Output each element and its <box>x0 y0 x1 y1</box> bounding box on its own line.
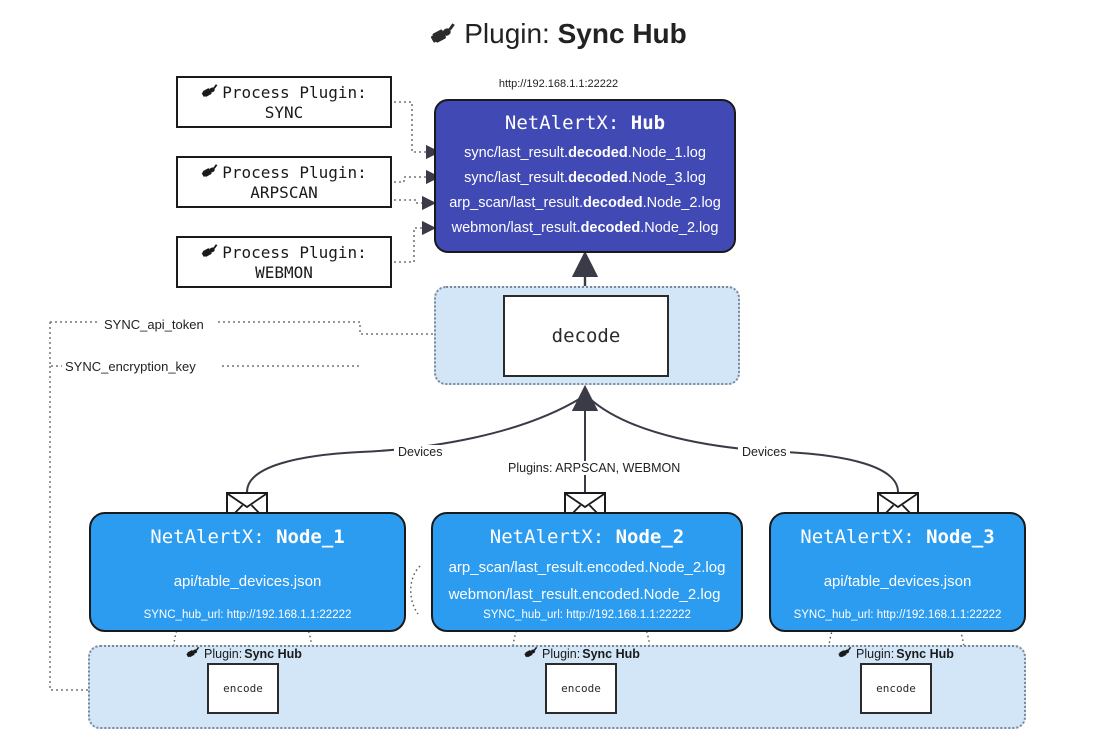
log-post: .Node_3.log <box>627 170 706 186</box>
log-emphasis: decoded <box>582 195 643 211</box>
encoder-label-name: Sync Hub <box>896 646 954 661</box>
log-post: .Node_2.log <box>640 220 719 236</box>
hub-log-line: sync/last_result.decoded.Node_1.log <box>436 141 734 166</box>
log-emphasis: decoded <box>568 145 628 161</box>
log-emphasis: decoded <box>580 220 641 236</box>
node-line: api/table_devices.json <box>173 573 322 590</box>
encoder-label-prefix: Plugin: <box>856 646 895 661</box>
page-title: Plugin: Sync Hub <box>0 18 1117 53</box>
process-plugin-name: SYNC <box>264 102 304 122</box>
plug-icon <box>201 82 221 103</box>
edge-label-devices-left: Devices <box>394 445 447 459</box>
encode-box-2[interactable]: encode <box>545 663 617 714</box>
sync-encryption-key-label: SYNC_encryption_key <box>62 359 199 374</box>
log-pre: arp_scan/last_result. <box>449 195 583 211</box>
plug-icon <box>186 645 202 662</box>
process-plugin-label: Process Plugin: <box>222 82 367 102</box>
node-prefix: NetAlertX: <box>800 526 915 548</box>
process-plugin-label: Process Plugin: <box>222 242 367 262</box>
process-plugin-name: ARPSCAN <box>250 182 318 202</box>
hub-name: Hub <box>630 112 666 134</box>
log-emphasis: decoded <box>568 170 628 186</box>
node-3[interactable]: NetAlertX: Node_3 api/table_devices.json… <box>769 512 1026 632</box>
plug-icon <box>201 242 221 263</box>
node-line: api/table_devices.json <box>823 573 972 590</box>
node-line: arp_scan/last_result.encoded.Node_2.log <box>448 559 726 576</box>
encoder-label-prefix: Plugin: <box>204 646 243 661</box>
node-name: Node_2 <box>615 526 685 548</box>
page-title-prefix: Plugin: <box>464 18 550 49</box>
hub-title: NetAlertX: Hub <box>436 112 734 134</box>
hub-log-line: webmon/last_result.decoded.Node_2.log <box>436 216 734 241</box>
hub-log-line: sync/last_result.decoded.Node_3.log <box>436 166 734 191</box>
encoder-label-name: Sync Hub <box>244 646 302 661</box>
node-lines: arp_scan/last_result.encoded.Node_2.log … <box>449 554 726 608</box>
node-1[interactable]: NetAlertX: Node_1 api/table_devices.json… <box>89 512 406 632</box>
process-plugin-sync[interactable]: Process Plugin: SYNC <box>176 76 392 128</box>
node-name: Node_1 <box>276 526 345 548</box>
decode-box[interactable]: decode <box>503 295 669 377</box>
hub-url-label: http://192.168.1.1:22222 <box>498 78 619 90</box>
process-plugin-arpscan[interactable]: Process Plugin: ARPSCAN <box>176 156 392 208</box>
edge-label-plugins: Plugins: ARPSCAN, WEBMON <box>504 461 685 475</box>
encoder-label-name: Sync Hub <box>582 646 640 661</box>
process-plugin-label: Process Plugin: <box>222 162 367 182</box>
page-title-name: Sync Hub <box>557 18 687 49</box>
log-pre: webmon/last_result. <box>451 220 581 236</box>
encoder-plugin-label-1: Plugin: Sync Hub <box>186 645 302 662</box>
plug-icon <box>430 20 460 53</box>
hub-node[interactable]: NetAlertX: Hub sync/last_result.decoded.… <box>434 99 736 253</box>
encoder-label-prefix: Plugin: <box>542 646 581 661</box>
node-lines: api/table_devices.json <box>824 568 972 595</box>
sync-api-token-label: SYNC_api_token <box>101 317 207 332</box>
encode-box-3[interactable]: encode <box>860 663 932 714</box>
process-plugin-webmon[interactable]: Process Plugin: WEBMON <box>176 236 392 288</box>
node-line: webmon/last_result.encoded.Node_2.log <box>448 586 721 603</box>
node-title: NetAlertX: Node_2 <box>490 526 684 548</box>
node-hub-url: SYNC_hub_url: http://192.168.1.1:22222 <box>793 609 1002 621</box>
log-post: .Node_1.log <box>627 145 706 161</box>
plug-icon <box>201 162 221 183</box>
hub-log-line: arp_scan/last_result.decoded.Node_2.log <box>436 191 734 216</box>
log-post: .Node_2.log <box>642 195 721 211</box>
node-lines: api/table_devices.json <box>174 568 322 595</box>
plug-icon <box>838 645 854 662</box>
process-plugin-name: WEBMON <box>255 262 313 282</box>
edge-label-devices-right: Devices <box>738 445 791 459</box>
log-pre: sync/last_result. <box>464 145 569 161</box>
node-title: NetAlertX: Node_3 <box>800 526 994 548</box>
encoder-plugin-label-3: Plugin: Sync Hub <box>838 645 954 662</box>
hub-prefix: NetAlertX: <box>504 112 620 134</box>
node-prefix: NetAlertX: <box>150 526 265 548</box>
node-hub-url: SYNC_hub_url: http://192.168.1.1:22222 <box>483 609 691 621</box>
node-2[interactable]: NetAlertX: Node_2 arp_scan/last_result.e… <box>431 512 743 632</box>
plug-icon <box>524 645 540 662</box>
encode-box-1[interactable]: encode <box>207 663 279 714</box>
log-pre: sync/last_result. <box>464 170 569 186</box>
node-prefix: NetAlertX: <box>489 526 605 548</box>
node-hub-url: SYNC_hub_url: http://192.168.1.1:22222 <box>143 609 352 621</box>
encoder-plugin-label-2: Plugin: Sync Hub <box>524 645 640 662</box>
hub-log-list: sync/last_result.decoded.Node_1.log sync… <box>436 141 734 241</box>
node-name: Node_3 <box>926 526 995 548</box>
node-title: NetAlertX: Node_1 <box>150 526 344 548</box>
